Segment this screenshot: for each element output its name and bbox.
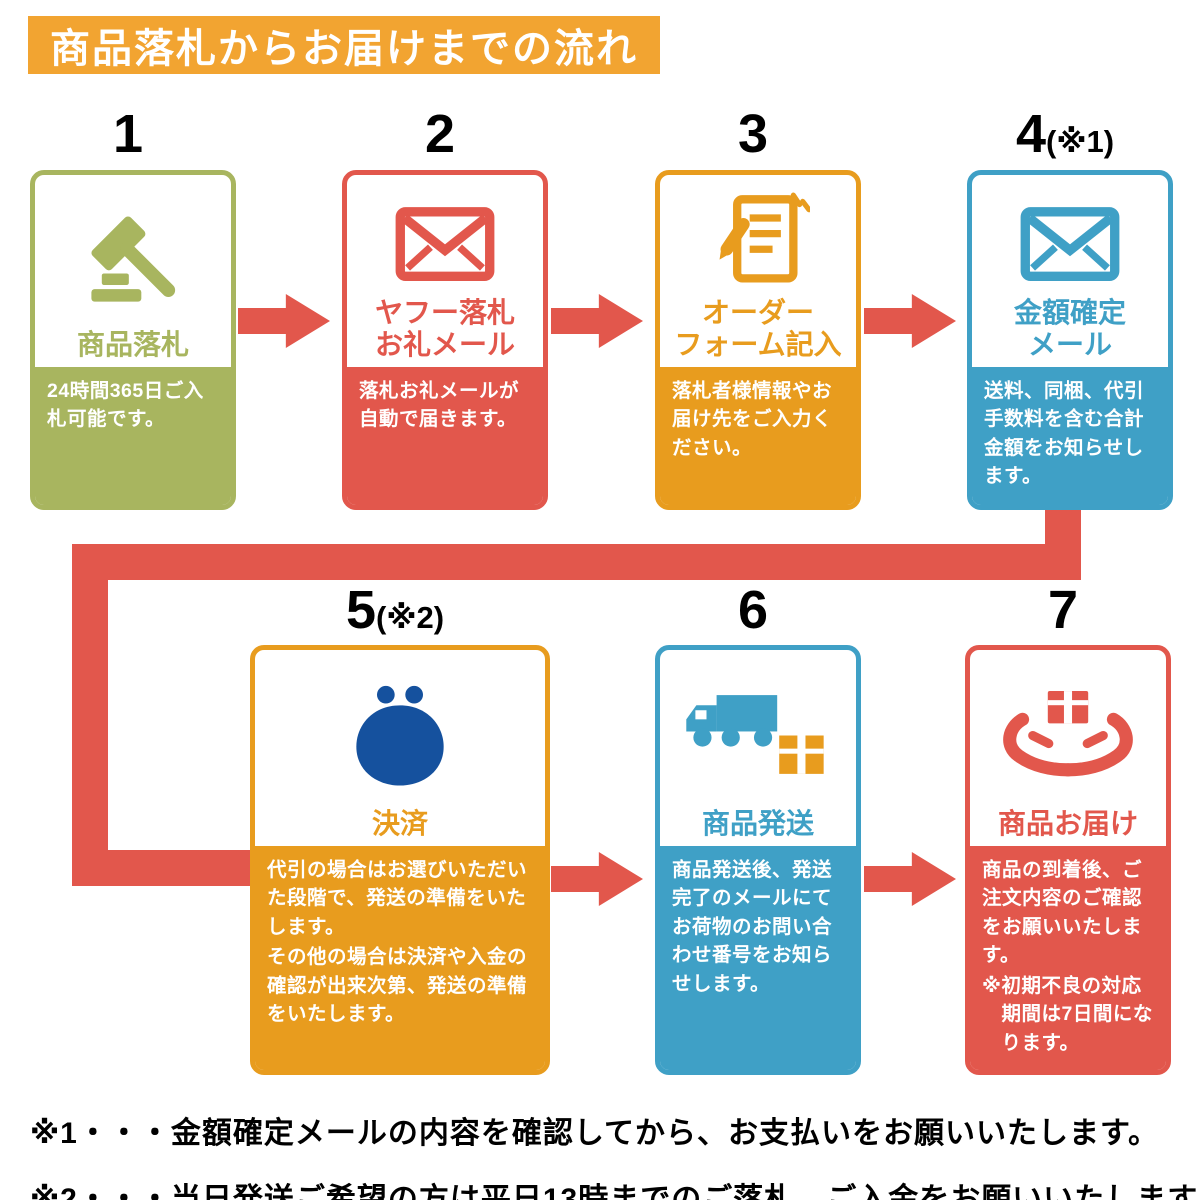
step-description: 代引の場合はお選びいただいた段階で、発送の準備をいたします。 その他の場合は決済… [255, 846, 545, 1070]
step-card-7: 商品お届け 商品の到着後、ご注文内容のご確認をお願いいたします。 ※初期不良の対… [965, 645, 1171, 1075]
step-number-3: 3 [737, 104, 769, 164]
footnote-1: ※1・・・金額確定メールの内容を確認してから、お支払いをお願いいたします。 [30, 1117, 1159, 1150]
step-card-1: 商品落札 24時間365日ご入札可能です。 [30, 170, 236, 510]
step-card-4-top: 金額確定メール [972, 175, 1168, 367]
step-card-6: 商品発送 商品発送後、発送完了のメールにてお荷物のお問い合わせ番号をお知らせしま… [655, 645, 861, 1075]
coin-purse-icon [341, 664, 459, 808]
step-card-2: ヤフー落札お礼メール 落札お礼メールが自動で届きます。 [342, 170, 548, 510]
step-label: オーダーフォーム記入 [674, 297, 842, 360]
flow-arrow-1-2 [238, 294, 330, 348]
flow-arrow-2-3 [551, 294, 643, 348]
step-label: 商品落札 [76, 328, 189, 360]
step-card-5-top: 決済 [255, 650, 545, 846]
flow-arrow-5-6 [551, 852, 643, 906]
step-description: 送料、同梱、代引手数料を含む合計金額をお知らせします。 [972, 367, 1168, 505]
step-label: ヤフー落札お礼メール [374, 297, 515, 360]
footnote-2: ※2・・・当日発送ご希望の方は平日13時までのご落札、ご入金をお願いいたします。 [30, 1183, 1200, 1200]
step-number-5: 5(※2) [345, 580, 445, 640]
step-card-4: 金額確定メール 送料、同梱、代引手数料を含む合計金額をお知らせします。 [967, 170, 1173, 510]
step-number-6: 6 [737, 580, 769, 640]
mail-icon [1018, 189, 1122, 297]
step-label: 金額確定メール [1013, 297, 1126, 360]
step-card-6-top: 商品発送 [660, 650, 856, 846]
step-card-1-top: 商品落札 [35, 175, 231, 367]
step-card-7-top: 商品お届け [970, 650, 1166, 846]
truck-icon [682, 664, 834, 808]
flow-arrow-6-7 [864, 852, 956, 906]
step-card-3-top: オーダーフォーム記入 [660, 175, 856, 367]
step-number-2: 2 [424, 104, 456, 164]
step-description: 商品の到着後、ご注文内容のご確認をお願いいたします。 ※初期不良の対応期間は7日… [970, 846, 1166, 1070]
step-number-7: 7 [1047, 580, 1079, 640]
flow-arrow-3-4 [864, 294, 956, 348]
step-description: 24時間365日ご入札可能です。 [35, 367, 231, 505]
step-description: 落札お礼メールが自動で届きます。 [347, 367, 543, 505]
step-card-2-top: ヤフー落札お礼メール [347, 175, 543, 367]
step-description: 商品発送後、発送完了のメールにてお荷物のお問い合わせ番号をお知らせします。 [660, 846, 856, 1070]
step-card-3: オーダーフォーム記入 落札者様情報やお届け先をご入力ください。 [655, 170, 861, 510]
step-number-4: 4(※1) [1015, 104, 1115, 164]
order-form-icon [706, 189, 810, 297]
flow-connector-left-down [72, 544, 108, 886]
step-number-1: 1 [112, 104, 144, 164]
flow-connector-into-step5 [72, 850, 258, 886]
page-title-text: 商品落札からお届けまでの流れ [50, 27, 638, 71]
step-label: 商品発送 [701, 807, 814, 839]
step-card-5: 決済 代引の場合はお選びいただいた段階で、発送の準備をいたします。 その他の場合… [250, 645, 550, 1075]
step-label: 商品お届け [997, 807, 1138, 839]
step-label: 決済 [371, 807, 428, 839]
footnotes: ※1・・・金額確定メールの内容を確認してから、お支払いをお願いいたします。 ※2… [30, 1108, 1200, 1200]
gavel-icon [81, 189, 185, 329]
flow-connector-across [72, 544, 1081, 580]
mail-icon [393, 189, 497, 297]
page-title: 商品落札からお届けまでの流れ [28, 16, 660, 74]
step-description: 落札者様情報やお届け先をご入力ください。 [660, 367, 856, 505]
delivery-hands-icon [992, 664, 1144, 808]
